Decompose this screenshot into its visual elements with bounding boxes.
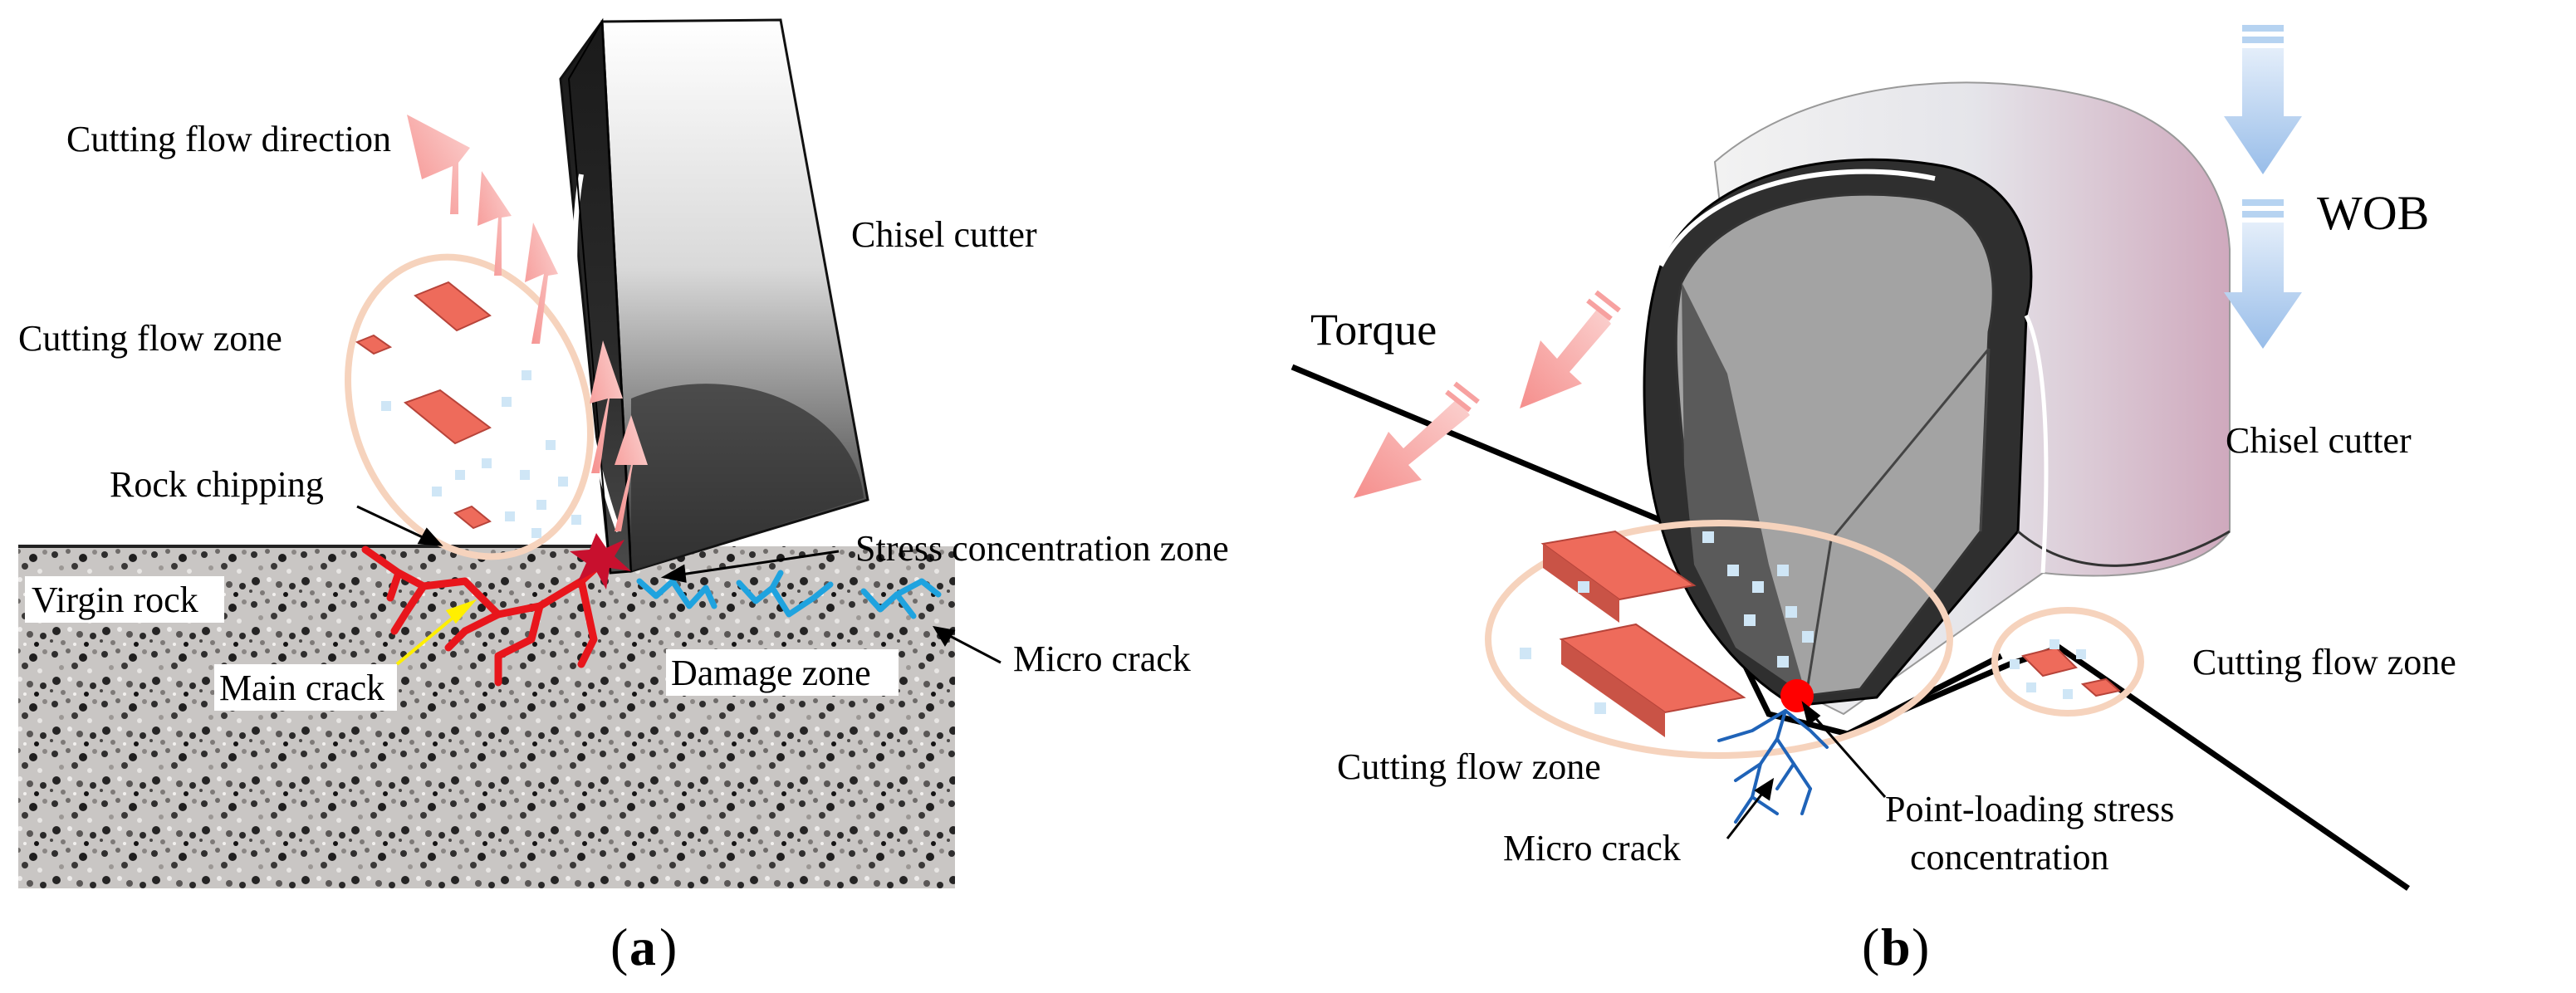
label-torque: Torque bbox=[1310, 305, 1437, 355]
caption-a-open: ( bbox=[610, 917, 628, 976]
panel-a: Cutting flow direction Chisel cutter Cut… bbox=[18, 17, 1229, 976]
label-point-loading-line2: concentration bbox=[1910, 837, 2108, 878]
label-stress-concentration-zone: Stress concentration zone bbox=[855, 528, 1229, 569]
cutting-flow-zone-ellipse-b-left bbox=[1485, 520, 1953, 759]
label-chisel-cutter-b: Chisel cutter bbox=[2226, 420, 2412, 461]
label-main-crack: Main crack bbox=[219, 668, 384, 708]
micro-crack-b bbox=[1717, 709, 1829, 824]
caption-a-close: ) bbox=[659, 917, 677, 976]
label-chisel-cutter-a: Chisel cutter bbox=[851, 214, 1037, 255]
main-crack-leader bbox=[395, 599, 477, 666]
label-box-virgin-rock bbox=[25, 576, 224, 623]
caption-b-open: ( bbox=[1862, 917, 1879, 976]
cutting-flow-zone-ellipse-a bbox=[345, 253, 594, 560]
caption-b-letter: b bbox=[1881, 917, 1911, 976]
leader-lines-b bbox=[1726, 701, 1887, 839]
label-cutting-flow-zone-a: Cutting flow zone bbox=[18, 318, 282, 359]
torque-arrows bbox=[1354, 290, 1621, 498]
label-point-loading-line1: Point-loading stress bbox=[1885, 789, 2174, 829]
wob-arrows bbox=[2224, 25, 2302, 349]
rock-fragments-a bbox=[355, 281, 581, 538]
panel-b: Torque WOB Chisel cutter Cutting flow zo… bbox=[1290, 25, 2456, 976]
label-wob: WOB bbox=[2317, 186, 2429, 240]
label-cutting-flow-zone-b-left: Cutting flow zone bbox=[1337, 746, 1601, 787]
caption-b-close: ) bbox=[1912, 917, 1929, 976]
micro-crack-a bbox=[636, 570, 942, 619]
label-box-main-crack bbox=[214, 664, 397, 711]
label-rock-chipping: Rock chipping bbox=[110, 464, 324, 505]
chisel-cutter-b bbox=[1643, 81, 2231, 716]
rock-fragments-b-left bbox=[1520, 530, 1814, 737]
cutting-flow-arrows-a bbox=[407, 115, 648, 531]
label-micro-crack-a: Micro crack bbox=[1013, 638, 1191, 679]
leader-lines-a bbox=[356, 505, 1002, 664]
label-virgin-rock: Virgin rock bbox=[32, 580, 198, 620]
rock-fragments-b-right bbox=[2010, 639, 2122, 699]
label-cutting-flow-zone-b-right: Cutting flow zone bbox=[2192, 642, 2456, 682]
label-damage-zone: Damage zone bbox=[671, 653, 871, 693]
label-micro-crack-b: Micro crack bbox=[1503, 828, 1681, 868]
cutting-flow-zone-ellipse-b-right bbox=[1991, 607, 2144, 717]
label-box-damage-zone bbox=[666, 649, 899, 696]
chisel-cutter-a bbox=[559, 17, 869, 575]
caption-a-letter: a bbox=[629, 917, 656, 976]
rock-chipping-star bbox=[570, 533, 631, 589]
label-cutting-flow-direction: Cutting flow direction bbox=[66, 119, 391, 159]
